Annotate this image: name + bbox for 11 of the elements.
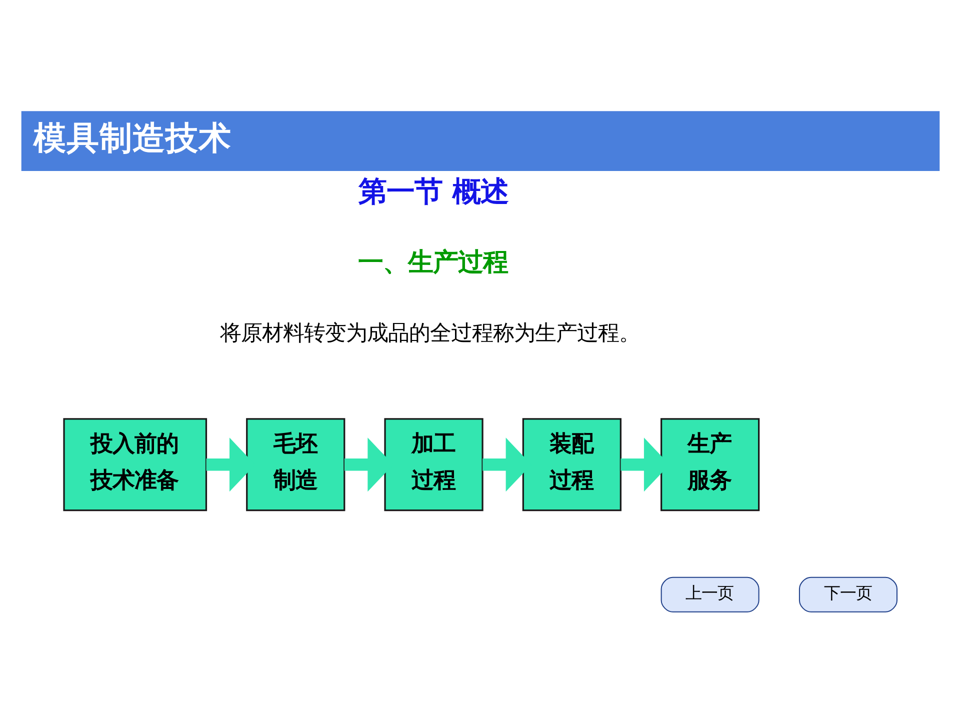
node-box: 装配过程 [522, 418, 621, 512]
node-box: 加工过程 [384, 418, 483, 512]
label: 第一节 概述 [358, 174, 508, 208]
label: 将原材料转变为成品的全过程称为生产过程。 [219, 320, 640, 346]
node-box: 生产服务 [660, 418, 760, 512]
label: 上一页 [685, 584, 734, 603]
label: 一、生产过程 [358, 246, 508, 277]
diagram-title: 模具制造技术 [33, 118, 232, 157]
label: 下一页 [823, 584, 872, 603]
node-box: 投入前的技术准备 [62, 418, 207, 512]
node-box: 毛坯制造 [246, 418, 345, 512]
